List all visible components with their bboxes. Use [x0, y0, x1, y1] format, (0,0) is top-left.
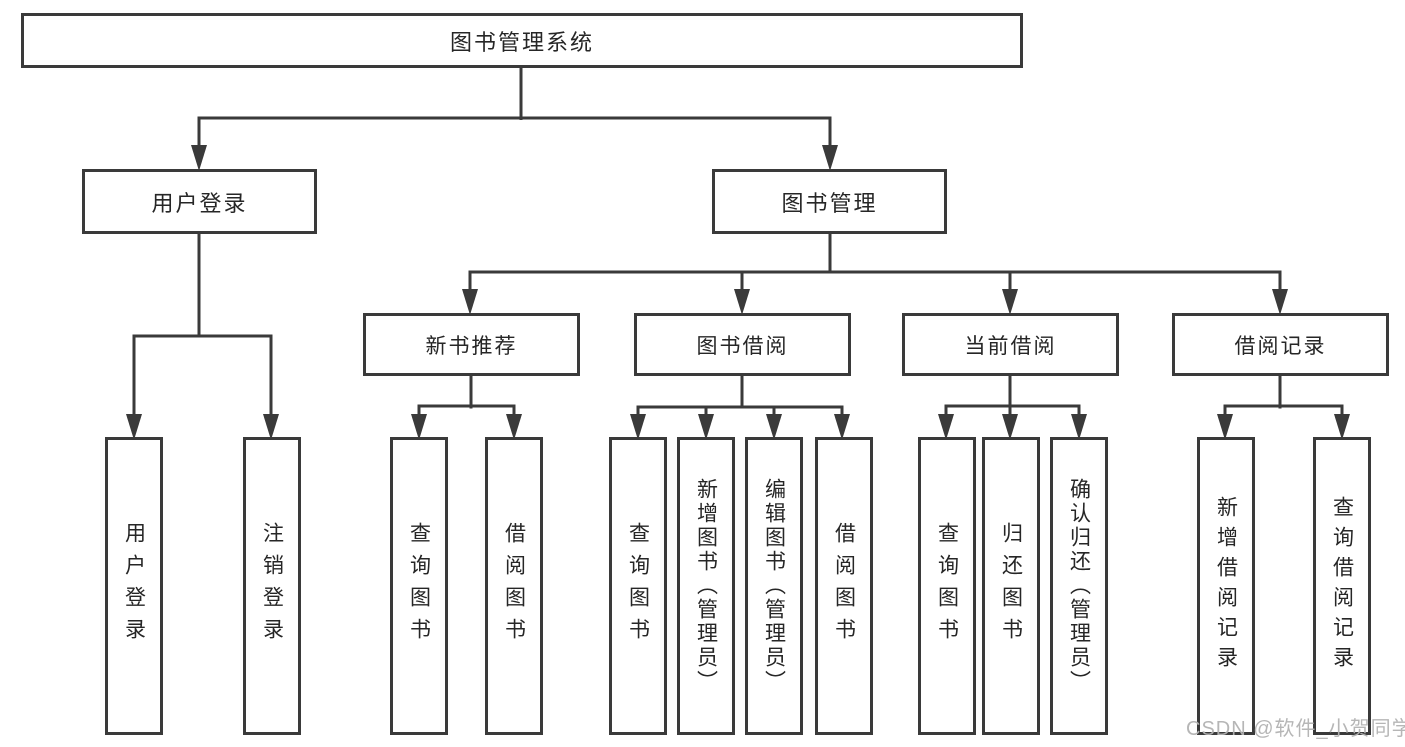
leaf-add-borrow-record: 新增借阅记录	[1197, 437, 1255, 735]
node-book-management: 图书管理	[712, 169, 947, 234]
leaf-logout-login-label: 注销登录	[260, 522, 284, 650]
leaf-add-borrow-record-label: 新增借阅记录	[1214, 496, 1238, 676]
leaf-add-book-admin-label: 新增图书（管理员）	[694, 478, 718, 694]
node-new-book-recommend: 新书推荐	[363, 313, 580, 376]
node-book-borrowing-label: 图书借阅	[696, 334, 789, 358]
leaf-borrow-book-borrowing-label: 借阅图书	[832, 522, 856, 650]
leaf-logout-login: 注销登录	[243, 437, 301, 735]
arrowheads	[126, 145, 1350, 440]
leaf-query-book-borrowing-label: 查询图书	[626, 522, 650, 650]
leaf-user-login-label: 用户登录	[122, 522, 146, 650]
node-book-management-label: 图书管理	[781, 190, 878, 216]
node-current-borrowing-label: 当前借阅	[964, 334, 1057, 358]
node-root-system: 图书管理系统	[21, 13, 1023, 68]
leaf-query-book-borrowing: 查询图书	[609, 437, 667, 735]
leaf-query-book-recommend-label: 查询图书	[407, 522, 431, 650]
leaf-user-login: 用户登录	[105, 437, 163, 735]
node-root-label: 图书管理系统	[449, 29, 594, 55]
node-current-borrowing: 当前借阅	[902, 313, 1119, 376]
leaf-borrow-book-borrowing: 借阅图书	[815, 437, 873, 735]
node-borrowing-records-label: 借阅记录	[1234, 334, 1327, 358]
leaf-confirm-return-admin: 确认归还（管理员）	[1050, 437, 1108, 735]
leaf-query-book-current-label: 查询图书	[935, 522, 959, 650]
leaf-query-borrow-record-label: 查询借阅记录	[1330, 496, 1354, 676]
leaf-edit-book-admin: 编辑图书（管理员）	[745, 437, 803, 735]
leaf-confirm-return-admin-label: 确认归还（管理员）	[1067, 478, 1091, 694]
leaf-query-book-recommend: 查询图书	[390, 437, 448, 735]
leaf-add-book-admin: 新增图书（管理员）	[677, 437, 735, 735]
node-new-book-recommend-label: 新书推荐	[425, 334, 518, 358]
leaf-borrow-book-recommend: 借阅图书	[485, 437, 543, 735]
leaf-return-book: 归还图书	[982, 437, 1040, 735]
csdn-watermark: CSDN @软件_小贺同学	[1186, 718, 1405, 740]
leaf-return-book-label: 归还图书	[999, 522, 1023, 650]
leaf-edit-book-admin-label: 编辑图书（管理员）	[762, 478, 786, 694]
leaf-borrow-book-recommend-label: 借阅图书	[502, 522, 526, 650]
node-borrowing-records: 借阅记录	[1172, 313, 1389, 376]
node-book-borrowing: 图书借阅	[634, 313, 851, 376]
leaf-query-book-current: 查询图书	[918, 437, 976, 735]
node-user-login-label: 用户登录	[151, 190, 248, 216]
node-user-login: 用户登录	[82, 169, 317, 234]
leaf-query-borrow-record: 查询借阅记录	[1313, 437, 1371, 735]
